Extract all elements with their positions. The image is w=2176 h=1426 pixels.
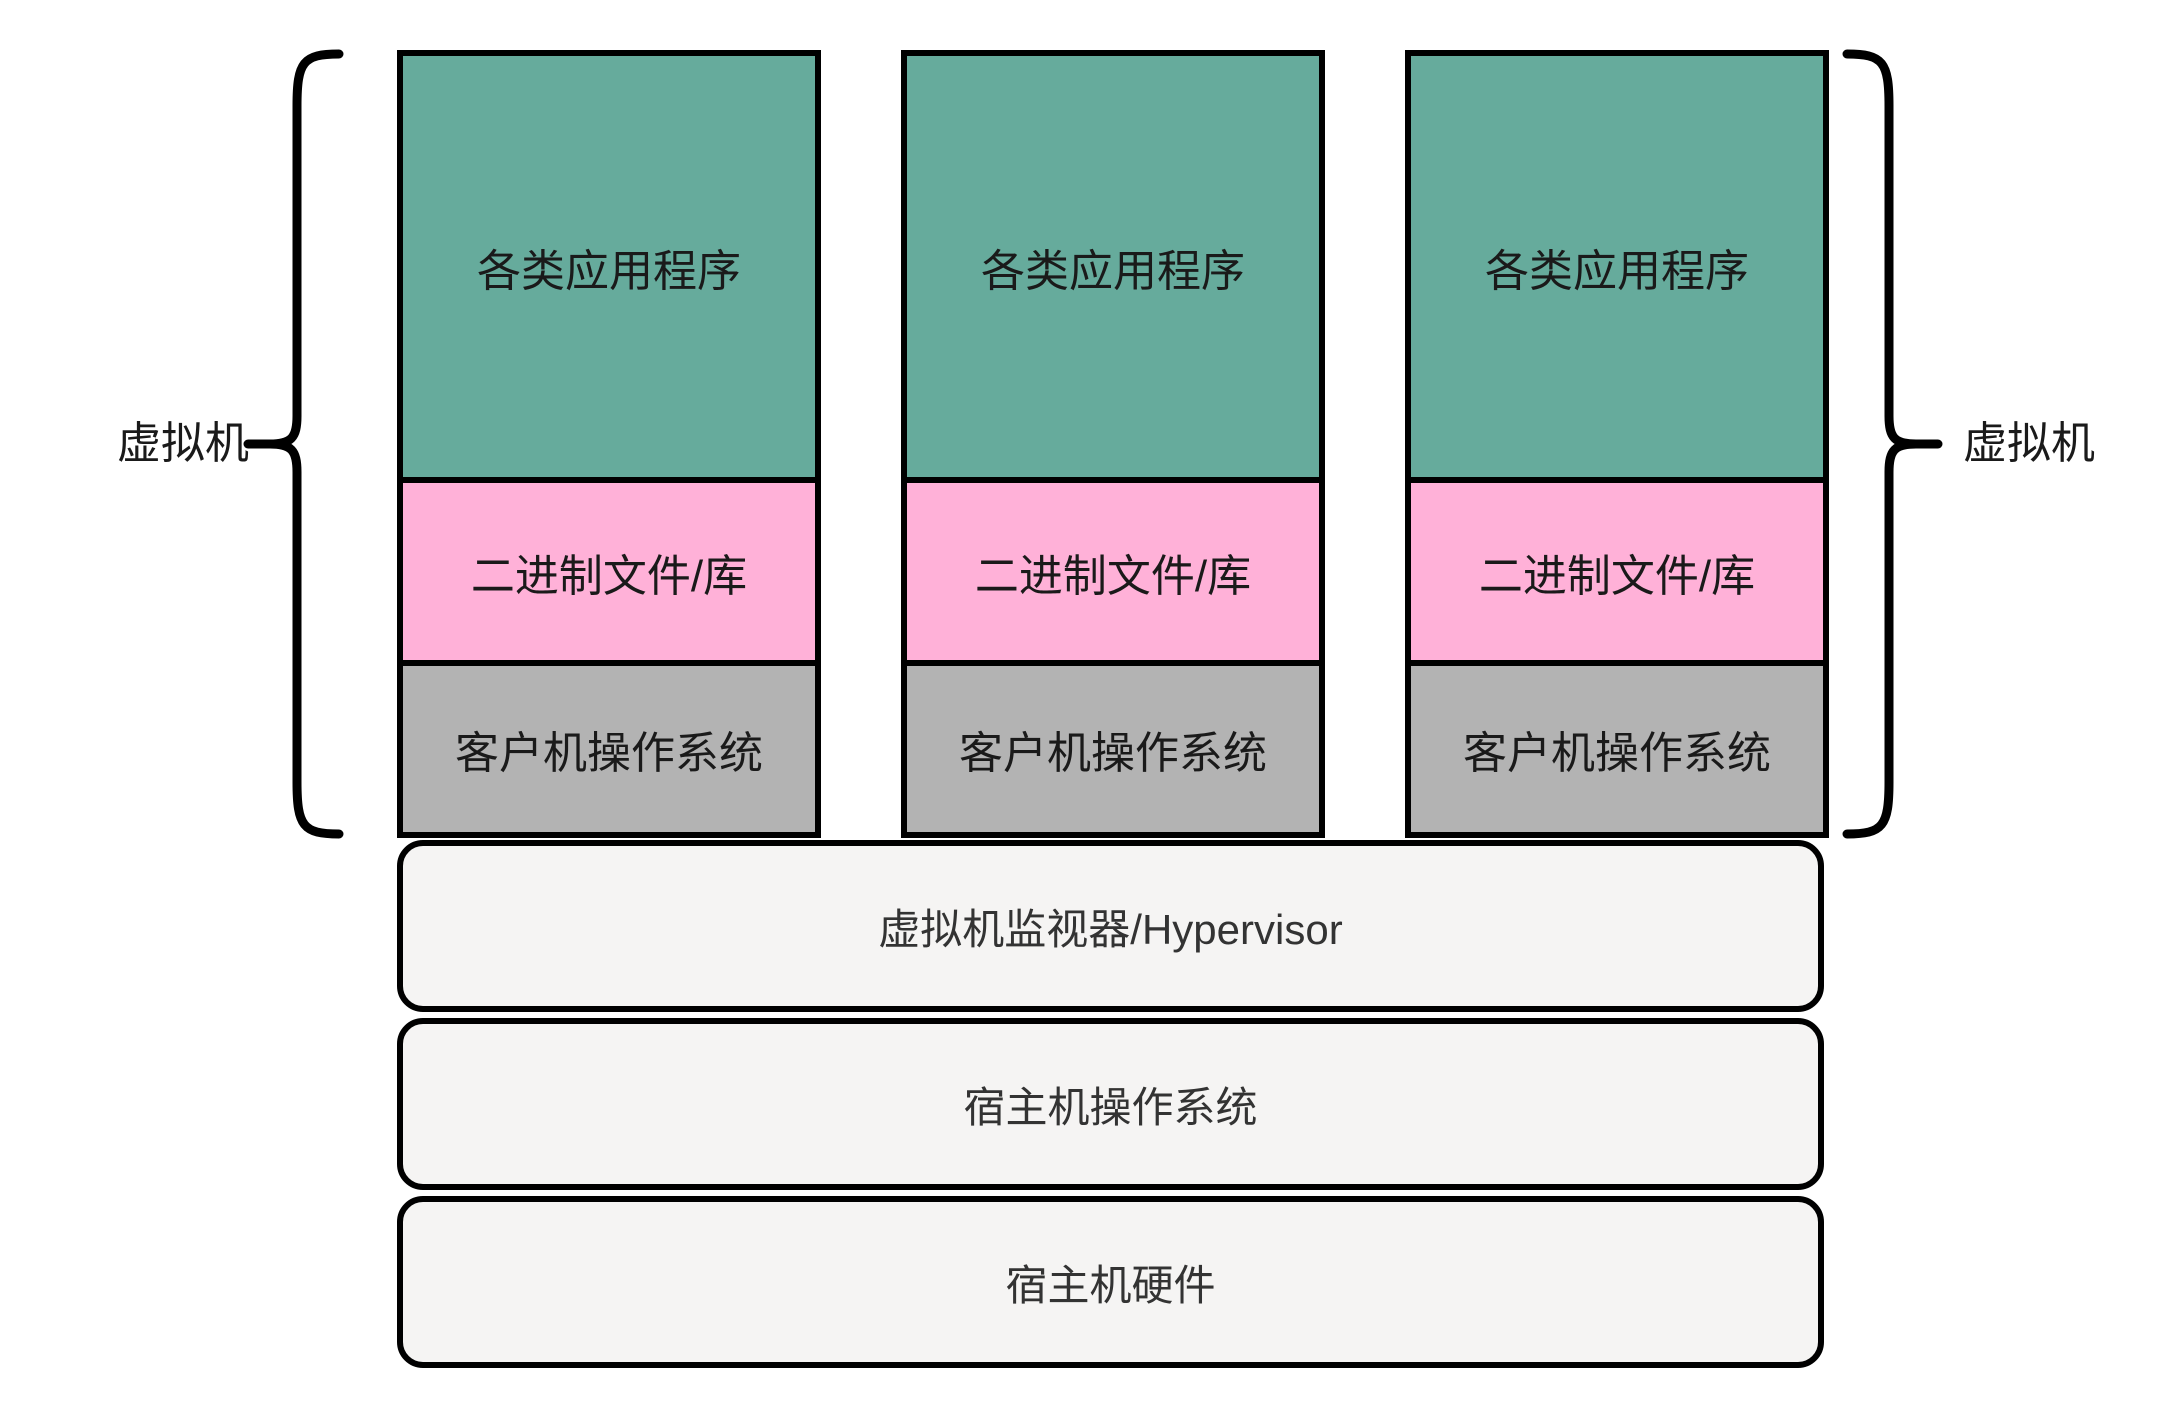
vm3-binaries-label: 二进制文件/库 [1478, 551, 1756, 601]
vm3-guest-os-label: 客户机操作系统 [1463, 729, 1771, 778]
vm3-apps-block: 各类应用程序 [1411, 56, 1823, 477]
hypervisor-row: 虚拟机监视器/Hypervisor [397, 840, 1824, 1012]
vm1-guest-os-block: 客户机操作系统 [403, 660, 815, 832]
vm1-apps-label: 各类应用程序 [477, 246, 741, 296]
hypervisor-label: 虚拟机监视器/Hypervisor [878, 905, 1343, 953]
host-os-label: 宿主机操作系统 [963, 1083, 1258, 1131]
vm2-apps-label: 各类应用程序 [981, 246, 1245, 296]
left-brace-icon [265, 49, 344, 839]
vm1-binaries-label: 二进制文件/库 [470, 551, 748, 601]
vm2-guest-os-label: 客户机操作系统 [959, 729, 1267, 778]
vm3-binaries-block: 二进制文件/库 [1411, 477, 1823, 660]
vm3-guest-os-block: 客户机操作系统 [1411, 660, 1823, 832]
host-os-row: 宿主机操作系统 [397, 1018, 1824, 1190]
vm-group-label-right: 虚拟机 [1963, 419, 2095, 468]
vm-group-label-left: 虚拟机 [117, 419, 249, 468]
vm3-apps-label: 各类应用程序 [1485, 246, 1749, 296]
vm2-apps-block: 各类应用程序 [907, 56, 1319, 477]
vm-column-2: 各类应用程序 二进制文件/库 客户机操作系统 [901, 50, 1325, 838]
vm-column-3: 各类应用程序 二进制文件/库 客户机操作系统 [1405, 50, 1829, 838]
vm1-apps-block: 各类应用程序 [403, 56, 815, 477]
vm1-guest-os-label: 客户机操作系统 [455, 729, 763, 778]
host-hardware-row: 宿主机硬件 [397, 1196, 1824, 1368]
host-hardware-label: 宿主机硬件 [1005, 1261, 1216, 1309]
vm-column-1: 各类应用程序 二进制文件/库 客户机操作系统 [397, 50, 821, 838]
vm2-binaries-block: 二进制文件/库 [907, 477, 1319, 660]
right-brace-icon [1842, 49, 1921, 839]
vm2-binaries-label: 二进制文件/库 [974, 551, 1252, 601]
vm1-binaries-block: 二进制文件/库 [403, 477, 815, 660]
vm2-guest-os-block: 客户机操作系统 [907, 660, 1319, 832]
